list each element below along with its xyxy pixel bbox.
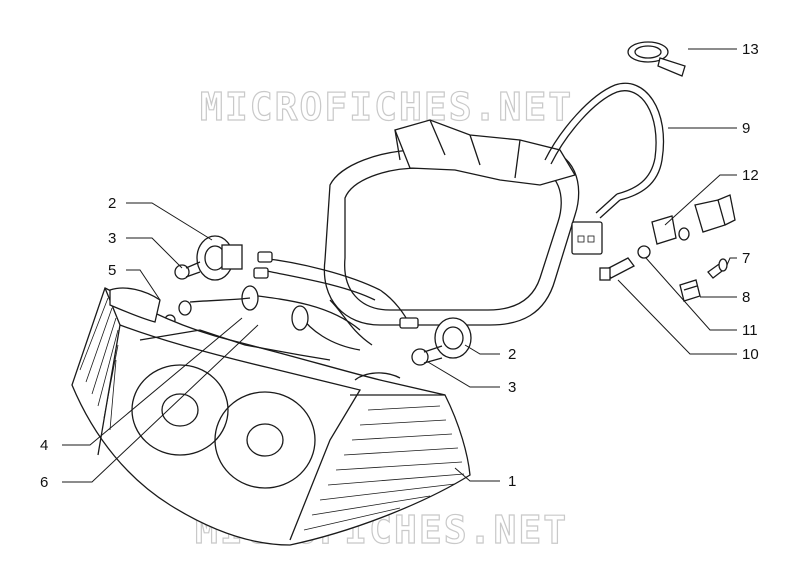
- rear-housing: [323, 119, 580, 326]
- callout-12: 12: [742, 167, 759, 184]
- terminal-connector: [637, 194, 736, 259]
- callout-1: 1: [508, 473, 516, 490]
- headlight-lens-assembly: [71, 287, 471, 546]
- internal-wiring: [164, 251, 419, 351]
- bulb-right: [411, 345, 443, 366]
- clip-nut: [679, 279, 701, 302]
- callout-10: 10: [742, 346, 759, 363]
- callout-9: 9: [742, 120, 750, 137]
- callout-5: 5: [108, 262, 116, 279]
- callout-6: 6: [40, 474, 48, 491]
- side-marker-lamp: [109, 287, 161, 323]
- callout-2-right: 2: [508, 346, 516, 363]
- wiring-harness-loop: [544, 82, 665, 255]
- bulb-left: [174, 261, 201, 280]
- bulb-holder-left: [196, 235, 243, 281]
- callout-3-left: 3: [108, 230, 116, 247]
- callout-4: 4: [40, 437, 48, 454]
- small-screw: [707, 258, 728, 279]
- adjustment-screw: [599, 257, 635, 281]
- callout-8: 8: [742, 289, 750, 306]
- callout-7: 7: [742, 250, 750, 267]
- callout-13: 13: [742, 41, 759, 58]
- cable-clamp: [627, 41, 686, 77]
- bulb-holder-right: [434, 317, 472, 359]
- watermark-top: MICROFICHES.NET: [200, 85, 573, 129]
- callout-11: 11: [742, 322, 758, 339]
- callout-3-right: 3: [508, 379, 516, 396]
- leader-lines: [62, 48, 737, 483]
- callout-labels: 2 3 5 4 6 2 3 1 13 9 12 7 8 11 10: [40, 41, 759, 491]
- callout-2-left: 2: [108, 195, 116, 212]
